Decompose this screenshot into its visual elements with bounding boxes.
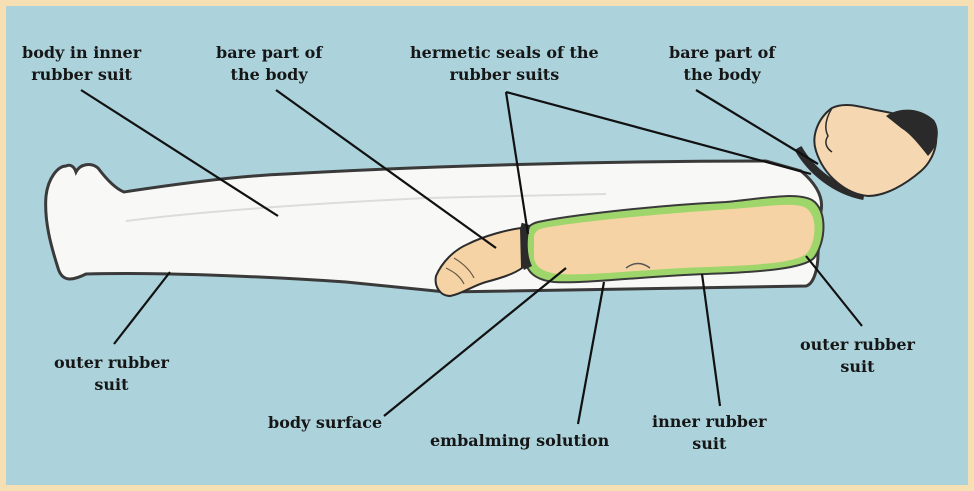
leader-outer-suit-right xyxy=(805,255,863,327)
label-line: bare part of xyxy=(216,43,323,62)
hand-shape xyxy=(434,226,524,298)
label-body-in-inner-rubber-suit: body in inner rubber suit xyxy=(22,42,141,86)
leader-embalming-solution xyxy=(576,281,606,425)
arm-contour xyxy=(625,262,651,269)
label-line: rubber suit xyxy=(31,65,132,84)
label-outer-rubber-suit-left: outer rubber suit xyxy=(54,352,169,396)
label-body-surface: body surface xyxy=(268,413,383,432)
face-profile xyxy=(825,107,833,153)
label-line: outer rubber xyxy=(54,353,169,372)
label-line: suit xyxy=(692,434,727,453)
label-line: the body xyxy=(230,65,308,84)
label-line: body in inner xyxy=(22,43,142,62)
hair-shape xyxy=(886,109,938,156)
label-line: hermetic seals of the xyxy=(410,43,599,62)
wrist-seal xyxy=(518,222,533,271)
leader-body-in-inner-suit xyxy=(80,89,279,217)
label-hermetic-seals: hermetic seals of the rubber suits xyxy=(410,42,599,86)
label-line: the body xyxy=(683,65,761,84)
leader-outer-suit-left xyxy=(113,271,171,345)
label-line: suit xyxy=(840,357,875,376)
arm-skin-shape xyxy=(534,204,815,275)
label-line: suit xyxy=(94,375,129,394)
body-illustration xyxy=(44,89,938,425)
leader-body-surface xyxy=(383,267,567,417)
label-line: bare part of xyxy=(669,43,776,62)
label-line: rubber suits xyxy=(449,65,560,84)
label-line: outer rubber xyxy=(800,335,915,354)
leader-bare-part-right xyxy=(695,89,819,165)
label-bare-part-left: bare part of the body xyxy=(216,42,322,86)
leader-seal-neck xyxy=(505,90,812,176)
leg-contour xyxy=(125,193,607,222)
label-bare-part-right: bare part of the body xyxy=(669,42,775,86)
leader-seal-wrist xyxy=(504,91,530,235)
leader-bare-part-left xyxy=(275,89,497,249)
finger-lines xyxy=(445,257,475,285)
label-line: inner rubber xyxy=(652,412,767,431)
label-inner-rubber-suit: inner rubber suit xyxy=(652,411,767,455)
leader-inner-suit xyxy=(700,273,722,407)
label-outer-rubber-suit-right: outer rubber suit xyxy=(800,334,915,378)
leader-lines xyxy=(80,89,863,425)
label-embalming-solution: embalming solution xyxy=(430,431,610,450)
